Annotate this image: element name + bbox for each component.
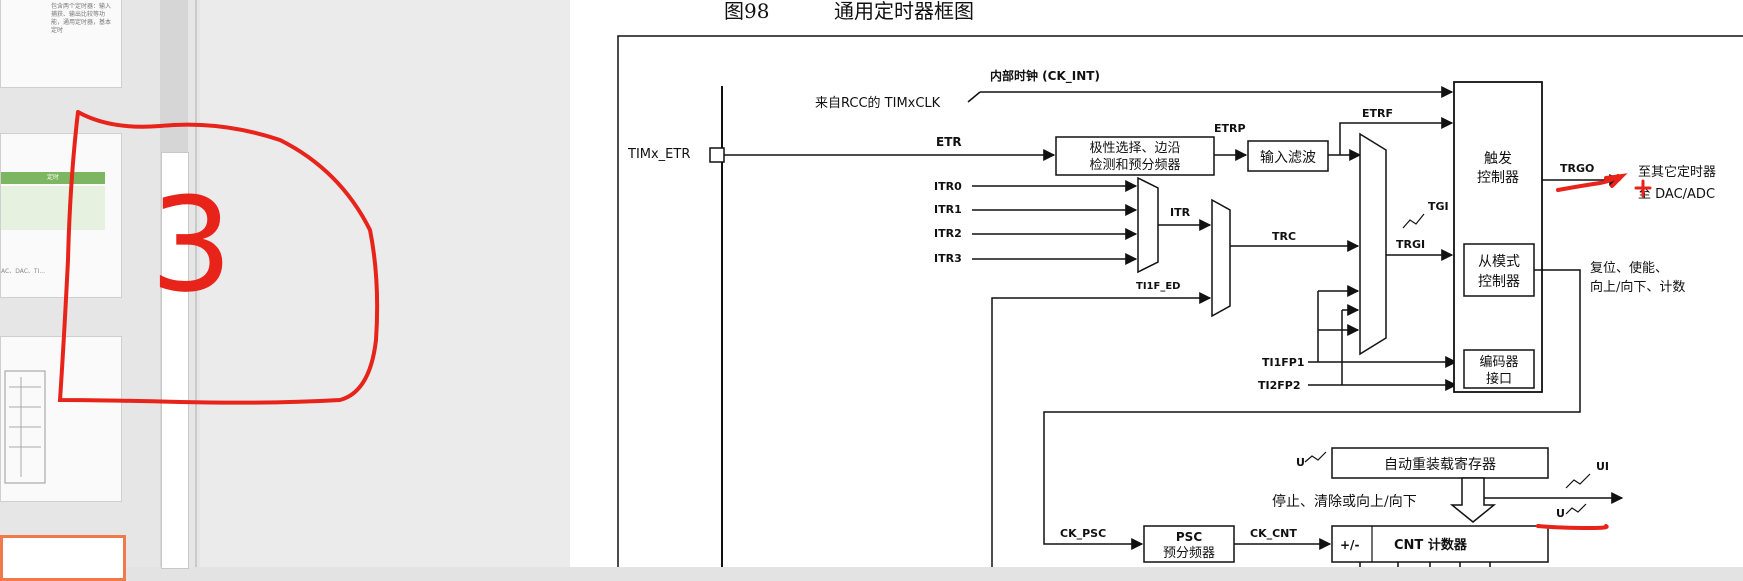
red-plus-mark: [1634, 179, 1652, 198]
encoder-box: [1463, 349, 1535, 389]
slide-thumbnail-1[interactable]: 包含两个定时器：输入 捕获、输出比较等功 能，通用定时器，基本定时: [0, 0, 122, 88]
auto-reload-box: [1331, 447, 1549, 479]
itr-label: ITR: [1170, 206, 1191, 219]
thumb-header-text: 定时: [46, 174, 59, 181]
u-cnt-label: U: [1556, 507, 1565, 520]
cnt-label: CNT 计数器: [1394, 537, 1468, 553]
slave-line1: 从模式: [1478, 254, 1520, 270]
polarity-box: [1055, 136, 1215, 176]
itr3-label: ITR3: [934, 252, 962, 265]
u-arr-flag: [1304, 451, 1327, 463]
tgi-label: TGI: [1428, 200, 1449, 213]
trigger-line1: 触发: [1484, 151, 1512, 167]
cnt-sign: +/-: [1340, 538, 1359, 552]
trc-label: TRC: [1272, 230, 1296, 243]
input-filter-label: 输入滤波: [1260, 150, 1316, 166]
ti1fp1-label: TI1FP1: [1262, 356, 1304, 369]
psc-line2: 预分频器: [1163, 546, 1215, 561]
red-underline-u: [1536, 524, 1609, 531]
ck-cnt-label: CK_CNT: [1250, 527, 1297, 540]
slide-thumbnail-3[interactable]: [0, 336, 122, 502]
stop-clear-label: 停止、清除或向上/向下: [1272, 493, 1417, 510]
thumb-text-line: 能，通用定时器，基本定时: [51, 19, 112, 34]
trgo-label: TRGO: [1560, 162, 1594, 175]
ti1f-ed-label: TI1F_ED: [1136, 281, 1180, 292]
itr1-label: ITR1: [934, 203, 962, 216]
encoder-line1: 编码器: [1479, 355, 1518, 370]
editor-gap: [200, 0, 570, 567]
u-cnt-flag: [1565, 503, 1587, 515]
thumb-text-line: 包含两个定时器：输入: [51, 3, 112, 10]
slide-thumbnail-panel: 包含两个定时器：输入 捕获、输出比较等功 能，通用定时器，基本定时 定时 AC、…: [0, 0, 200, 581]
slave-mode-box: [1463, 243, 1535, 297]
etr-label: ETR: [936, 135, 962, 149]
ck-psc-path: [1043, 269, 1581, 550]
ck-int-label: 内部时钟 (CK_INT): [990, 68, 1100, 84]
itr0-label: ITR0: [934, 180, 962, 193]
timxclk-label: 来自RCC的 TIMxCLK: [815, 95, 941, 111]
slide-page: 图98 通用定时器框图 内部时钟 (CK_INT) 来自RCC的 TIMxCLK…: [570, 0, 1743, 567]
encoder-line2: 接口: [1486, 371, 1512, 387]
ti2fp2-label: TI2FP2: [1258, 379, 1300, 392]
slide-thumbnail-2[interactable]: 定时 AC、DAC、TI...: [0, 133, 122, 298]
ui-label: UI: [1596, 460, 1609, 473]
to-other-line2: 至 DAC/ADC: [1638, 187, 1715, 202]
reset-line2: 向上/向下、计数: [1590, 279, 1685, 295]
thumb-diagram-mini: [4, 370, 46, 484]
ck-psc-label: CK_PSC: [1060, 527, 1106, 540]
red-arrowhead-trgo: [1604, 173, 1628, 188]
ti1f-ed-line: [991, 292, 1212, 567]
transfer-arrow: [1449, 477, 1497, 523]
figure-number: 图98: [724, 0, 769, 23]
ui-flag: [1565, 473, 1591, 489]
psc-line1: PSC: [1176, 530, 1202, 544]
thumb-bottom-text: AC、DAC、TI...: [1, 268, 46, 275]
scrollbar-thumb[interactable]: [161, 152, 189, 569]
etrf-line: [1339, 117, 1454, 155]
tgi-flag: [1402, 213, 1425, 229]
diagram-border: [617, 35, 1743, 567]
red-enclosing-scribble: [57, 110, 380, 405]
itr-mux: [1137, 176, 1159, 274]
reset-line1: 复位、使能、: [1590, 260, 1668, 276]
to-other-line1: 至其它定时器: [1638, 164, 1716, 180]
etr-pin: [709, 147, 725, 163]
itr2-label: ITR2: [934, 227, 962, 240]
trgi-label: TRGI: [1396, 238, 1425, 251]
panel-divider: [195, 0, 197, 567]
polarity-line1: 极性选择、边沿: [1089, 141, 1180, 156]
slave-line2: 控制器: [1478, 274, 1520, 290]
trigger-line2: 控制器: [1477, 170, 1519, 186]
auto-reload-label: 自动重装载寄存器: [1384, 456, 1496, 473]
timer-block-diagram: 图98 通用定时器框图 内部时钟 (CK_INT) 来自RCC的 TIMxCLK…: [617, 0, 1743, 567]
trigger-controller-block: [1453, 81, 1543, 393]
input-filter-box: [1247, 140, 1329, 172]
etrp-label: ETRP: [1214, 122, 1246, 135]
handwritten-number: 3: [150, 169, 233, 321]
polarity-line2: 检测和预分频器: [1089, 158, 1180, 173]
trc-mux: [1211, 198, 1231, 318]
u-arr-label: U: [1296, 456, 1305, 469]
etrf-label: ETRF: [1362, 107, 1393, 120]
cnt-counter-box: [1331, 525, 1549, 563]
thumb-text-line: 捕获、输出比较等功: [51, 11, 106, 18]
timx-etr-label: TIMx_ETR: [627, 147, 690, 162]
thumb-green-header: 定时: [1, 172, 105, 184]
timxclk-connector: [967, 91, 981, 103]
trigger-input-mux: [1359, 132, 1387, 356]
red-pen-annotation: 3: [57, 110, 380, 405]
figure-title: 通用定时器框图: [834, 0, 974, 23]
thumb-green-body: [1, 186, 105, 230]
slide-thumbnail-4-active[interactable]: [0, 535, 126, 581]
